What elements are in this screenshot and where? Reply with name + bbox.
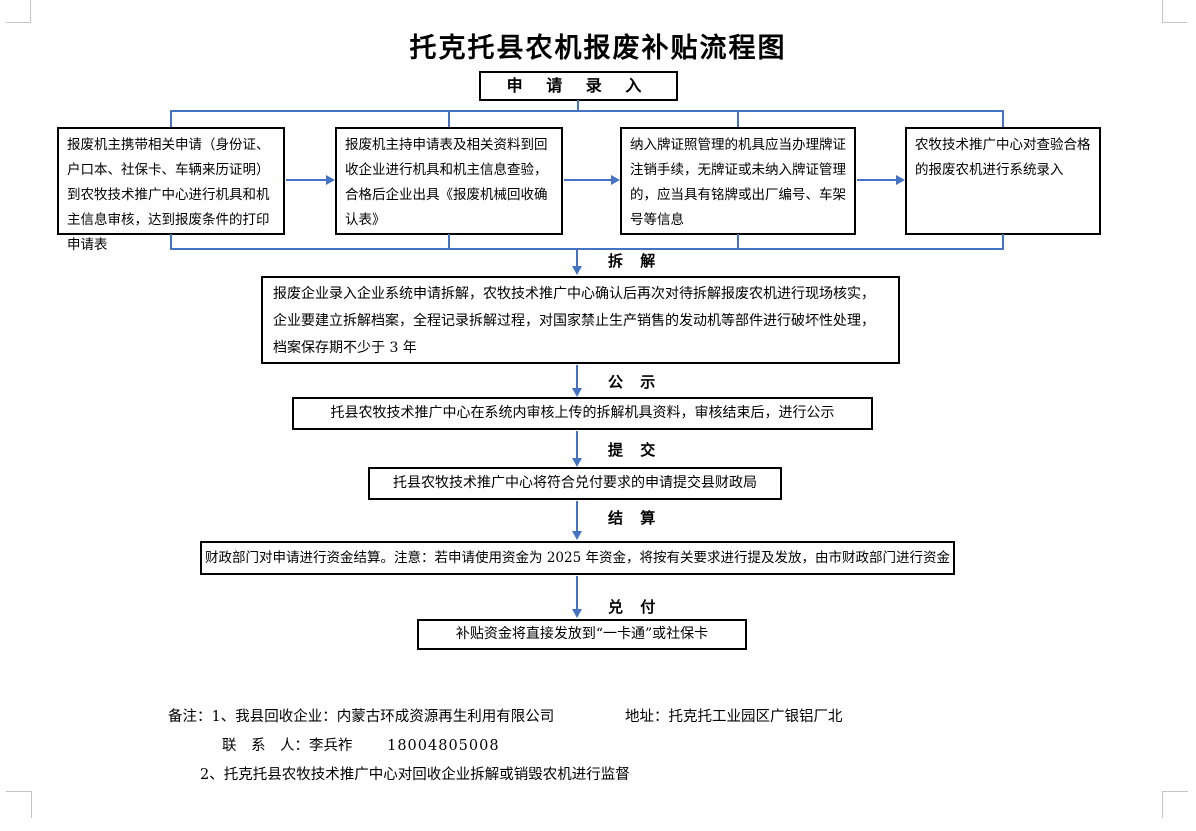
arrow-right-1-shaft: [286, 179, 326, 181]
note-line-2: 联 系 人：李兵祚 18004805008: [222, 732, 630, 761]
connector-stub-up-2: [448, 234, 450, 248]
stage-label-publicity: 公 示: [608, 373, 662, 391]
connector-stub-down-4: [1002, 112, 1004, 127]
arrow-down-payment-head: [572, 609, 582, 618]
crop-mark-top-right: [1162, 0, 1187, 23]
stage-box-settlement: 财政部门对申请进行资金结算。注意：若申请使用资金为 2025 年资金，将按有关要…: [200, 541, 955, 575]
page-title: 托克托县农机报废补贴流程图: [409, 33, 787, 64]
stage-label-dismantle: 拆 解: [608, 252, 662, 270]
arrow-down-settlement-shaft: [576, 501, 578, 532]
connector-stub-down-1: [170, 112, 172, 127]
connector-stub-down-3: [737, 112, 739, 127]
connector-stub-up-1: [170, 234, 172, 248]
note-company-address: 地址：托克托工业园区广银铝厂北: [625, 709, 843, 725]
arrow-down-dismantle-shaft: [576, 250, 578, 267]
stage-label-payment: 兑 付: [608, 598, 662, 616]
crop-mark-bottom-left: [6, 791, 32, 818]
arrow-right-2-shaft: [564, 179, 611, 181]
note-contact-phone: 18004805008: [387, 738, 500, 754]
footnotes: 备注：1、我县回收企业：内蒙古环成资源再生利用有限公司 地址：托克托工业园区广银…: [168, 703, 843, 790]
stage-box-dismantle: 报废企业录入企业系统申请拆解，农牧技术推广中心确认后再次对待拆解报废农机进行现场…: [261, 276, 900, 364]
arrow-down-publicity-shaft: [576, 365, 578, 389]
arrow-down-submit-head: [572, 458, 582, 467]
connector-stub-up-3: [737, 234, 739, 248]
connector-collector-line: [170, 248, 1004, 250]
note-recycler-company: 备注：1、我县回收企业：内蒙古环成资源再生利用有限公司: [168, 709, 555, 725]
arrow-right-3-shaft: [857, 179, 896, 181]
note-line-1: 备注：1、我县回收企业：内蒙古环成资源再生利用有限公司 地址：托克托工业园区广银…: [168, 703, 843, 732]
process-box-owner-application: 报废机主携带相关申请（身份证、户口本、社保卡、车辆来历证明）到农牧技术推广中心进…: [57, 127, 285, 253]
arrow-down-settlement-head: [572, 531, 582, 540]
arrow-right-3-head: [896, 175, 905, 185]
note-line-3: 2、托克托县农牧技术推广中心对回收企业拆解或销毁农机进行监督: [200, 767, 630, 783]
start-box-application-entry: 申 请 录 入: [479, 71, 678, 101]
process-box-system-entry: 农牧技术推广中心对查验合格的报废农机进行系统录入: [905, 127, 1101, 235]
stage-label-submit: 提 交: [608, 441, 662, 459]
process-box-recycler-check: 报废机主持申请表及相关资料到回收企业进行机具和机主信息查验，合格后企业出具《报废…: [335, 127, 563, 235]
crop-mark-bottom-right: [1162, 791, 1188, 818]
stage-box-payment: 补贴资金将直接发放到“一卡通”或社保卡: [417, 619, 747, 650]
note-contact-person: 联 系 人：李兵祚: [222, 738, 353, 754]
arrow-down-submit-shaft: [576, 431, 578, 459]
arrow-right-2-head: [611, 175, 620, 185]
arrow-right-1-head: [326, 175, 335, 185]
connector-stub-down-2: [448, 112, 450, 127]
connector-stub-up-4: [1002, 234, 1004, 248]
stage-box-submit: 托县农牧技术推广中心将符合兑付要求的申请提交县财政局: [368, 467, 782, 500]
arrow-down-dismantle-head: [572, 266, 582, 275]
process-box-plate-cancellation: 纳入牌证照管理的机具应当办理牌证注销手续，无牌证或未纳入牌证管理的，应当具有铭牌…: [620, 127, 856, 235]
connector-start-stub: [577, 100, 579, 111]
connector-distributor-line: [170, 110, 1004, 112]
arrow-down-publicity-head: [572, 388, 582, 397]
crop-mark-top-left: [6, 0, 31, 23]
stage-box-publicity: 托县农牧技术推广中心在系统内审核上传的拆解机具资料，审核结束后，进行公示: [292, 397, 873, 430]
arrow-down-payment-shaft: [576, 576, 578, 610]
stage-label-settlement: 结 算: [608, 509, 662, 527]
